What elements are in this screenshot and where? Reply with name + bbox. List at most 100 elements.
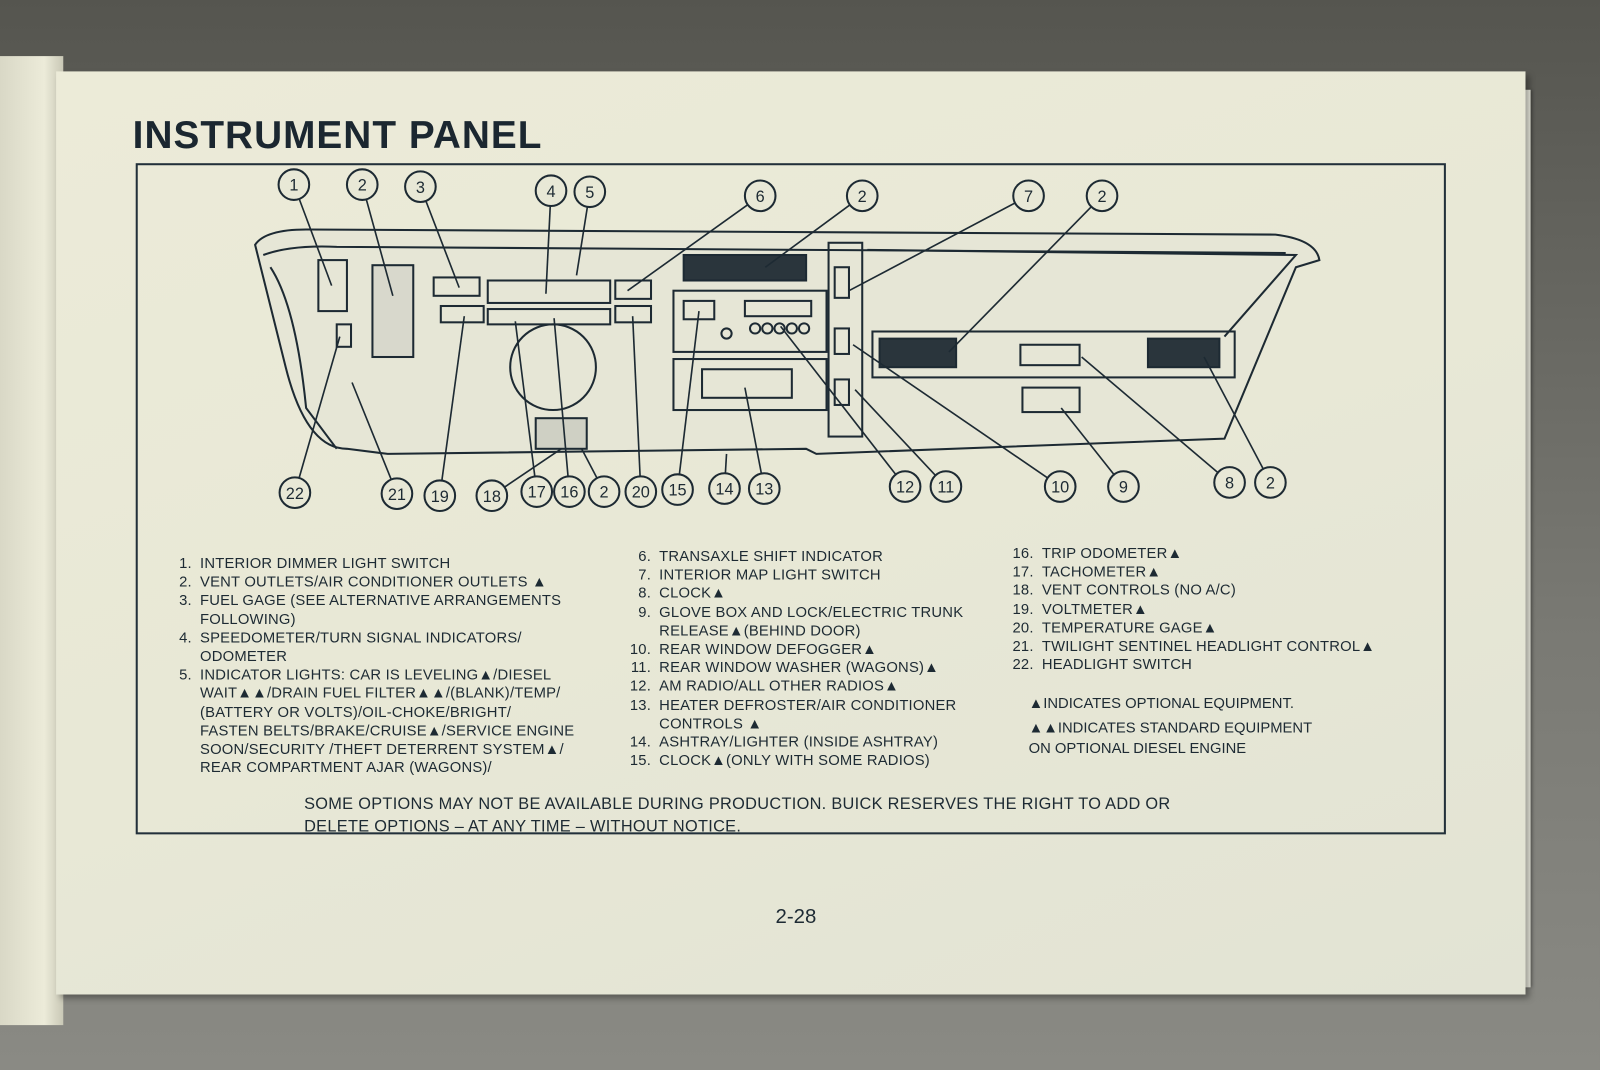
- legend-item: 19.VOLTMETER▲: [1005, 600, 1434, 619]
- legend-column-1: 1. INTERIOR DIMMER LIGHT SWITCH 2. VENT OUT…: [163, 555, 612, 778]
- legend-item: 9.GLOVE BOX AND LOCK/ELECTRIC TRUNK RELE…: [622, 603, 1000, 640]
- legend-text: INDICATOR LIGHTS: CAR IS LEVELING▲/DIESE…: [199, 667, 575, 777]
- callout-marker: 20: [624, 475, 658, 508]
- callout-circle: [573, 175, 607, 209]
- leader-lines: [293, 184, 1272, 497]
- callout-circle: [1213, 466, 1246, 499]
- legend-item: 18. VENT CONTROLS (NO A/C): [1005, 582, 1434, 601]
- callout-number: 10: [1051, 479, 1069, 497]
- leader-line: [1060, 407, 1125, 488]
- legend-item: 17. TACHOMETER▲: [1005, 563, 1434, 582]
- legend-number: 20.: [1012, 619, 1034, 637]
- legend-text: INTERIOR DIMMER LIGHT SWITCH: [199, 555, 451, 573]
- legend-item: 13.HEATER DEFROSTER/AIR CONDITIONER CONT…: [622, 696, 1000, 733]
- legend-item: 12.AM RADIO/ALL OTHER RADIOS▲: [622, 678, 1000, 697]
- leader-line: [1081, 356, 1231, 484]
- legend-text: TACHOMETER▲: [1041, 564, 1162, 581]
- callout-number: 12: [896, 479, 914, 497]
- legend-text: ASHTRAY/LIGHTER (INSIDE ASHTRAY): [659, 734, 939, 751]
- callout-marker: 19: [423, 479, 457, 513]
- leader-line: [676, 311, 700, 490]
- callout-marker: 14: [708, 472, 741, 505]
- legend-number: 14.: [629, 734, 652, 751]
- callout-circle: [1254, 466, 1287, 499]
- callout-marker: 16: [553, 475, 586, 508]
- callout-number: 2: [1097, 188, 1106, 206]
- legend-number: 6.: [638, 548, 652, 566]
- callout-circle: [1012, 179, 1045, 213]
- callout-circle: [661, 473, 694, 506]
- legend-item: 8.CLOCK▲: [622, 585, 1000, 604]
- legend-text: VENT CONTROLS (NO A/C): [1041, 582, 1236, 600]
- legend-number: 8.: [638, 585, 652, 603]
- callout-circle: [423, 479, 457, 513]
- callout-number: 5: [585, 184, 594, 202]
- legend-text: TWILIGHT SENTINEL HEADLIGHT CONTROL▲: [1041, 638, 1376, 655]
- legend-number: 16.: [1012, 545, 1034, 563]
- page-stack-edge: [1520, 89, 1531, 988]
- legend-number: 11.: [630, 660, 652, 677]
- legend-text: VENT OUTLETS/AIR CONDITIONER OUTLETS ▲: [199, 574, 547, 591]
- leader-line: [948, 195, 1103, 353]
- callout-number: 16: [560, 484, 578, 502]
- callout-number: 2: [1266, 475, 1275, 493]
- legend-text: AM RADIO/ALL OTHER RADIOS▲: [659, 678, 899, 696]
- legend-text: HEATER DEFROSTER/AIR CONDITIONER CONTROL…: [659, 697, 957, 733]
- callout-circle: [345, 168, 379, 201]
- callout-marker: 10: [1043, 470, 1077, 503]
- callout-circle: [278, 476, 312, 509]
- callout-circle: [624, 475, 658, 508]
- page-number: 2-28: [775, 905, 817, 929]
- callout-circle: [380, 477, 414, 510]
- legend-number: 17.: [1012, 564, 1034, 581]
- callout-marker: 8: [1213, 466, 1246, 499]
- legend-column-3: 16. TRIP ODOMETER▲ 17. TACHOMETER▲ 18. VENT C…: [1005, 545, 1434, 675]
- callout-number: 2: [358, 177, 367, 195]
- callout-circle: [743, 179, 777, 213]
- legend-text: GLOVE BOX AND LOCK/ELECTRIC TRUNK RELEAS…: [659, 604, 964, 640]
- optional-equipment-note: ▲INDICATES OPTIONAL EQUIPMENT.: [1028, 695, 1294, 712]
- legend-text: REAR WINDOW WASHER (WAGONS)▲: [659, 660, 940, 677]
- legend-number: 1.: [179, 555, 192, 573]
- legend-text: TRANSAXLE SHIFT INDICATOR: [659, 548, 883, 566]
- legend-item: 11. REAR WINDOW WASHER (WAGONS)▲: [622, 659, 1000, 678]
- callout-circle: [534, 174, 568, 208]
- legend-text: TRIP ODOMETER▲: [1041, 545, 1183, 563]
- legend-item: 3.FUEL GAGE (SEE ALTERNATIVE ARRANGEMENT…: [163, 592, 612, 629]
- callout-marker: 17: [520, 475, 554, 508]
- callout-circle: [587, 475, 621, 508]
- callout-marker: 6: [743, 179, 777, 213]
- legend-number: 2.: [179, 574, 192, 591]
- legend-number: 19.: [1012, 601, 1034, 618]
- leader-line: [361, 184, 394, 297]
- equipment-notes: ▲INDICATES OPTIONAL EQUIPMENT. ▲▲INDICAT…: [1029, 694, 1313, 759]
- callout-circle: [404, 170, 437, 203]
- legend-number: 10.: [629, 641, 652, 658]
- callout-circle: [475, 479, 509, 513]
- leader-line: [514, 321, 538, 492]
- callout-circle: [708, 472, 741, 505]
- legend-number: 5.: [179, 667, 192, 684]
- manual-page: [56, 71, 1526, 995]
- leader-line: [627, 195, 761, 292]
- callout-marker: 2: [345, 168, 379, 201]
- callout-number: 6: [756, 188, 765, 206]
- callout-circle: [888, 470, 922, 503]
- legend-number: 18.: [1012, 582, 1034, 600]
- legend-item: 22.HEADLIGHT SWITCH: [1005, 656, 1434, 675]
- callout-marker: 12: [888, 470, 922, 503]
- legend-text: HEADLIGHT SWITCH: [1041, 657, 1192, 674]
- legend-number: 15.: [629, 752, 652, 770]
- callout-marker: 5: [573, 175, 607, 209]
- callout-circle: [1043, 470, 1077, 503]
- legend-text: TEMPERATURE GAGE▲: [1041, 619, 1218, 637]
- diagram-frame: [135, 163, 1446, 835]
- callout-marker: 3: [404, 170, 437, 203]
- legend-number: 7.: [638, 567, 652, 584]
- legend-text: CLOCK▲(ONLY WITH SOME RADIOS): [659, 752, 930, 770]
- diesel-equipment-note: ▲▲INDICATES STANDARD EQUIPMENT ON OPTION…: [1028, 720, 1313, 757]
